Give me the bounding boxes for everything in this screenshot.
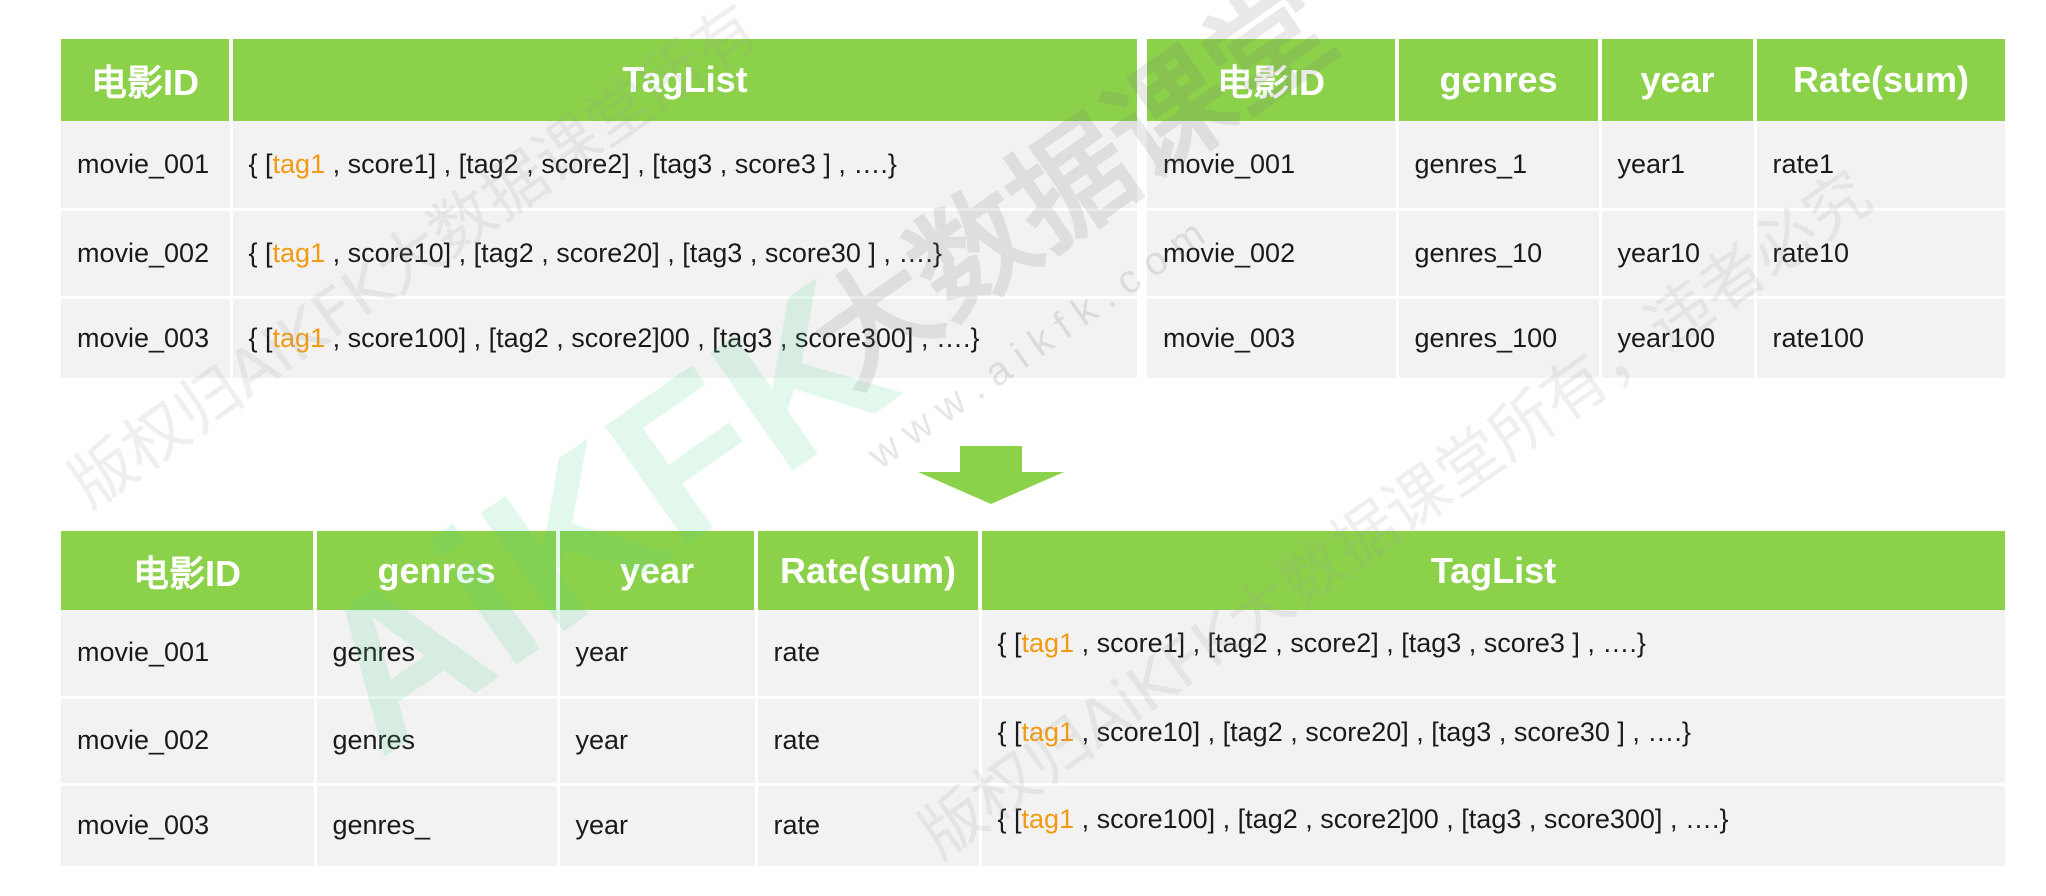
movie-info-table: 电影ID genres year Rate(sum) movie_001 gen…: [1147, 39, 2005, 378]
table-row: movie_001 genres_1 year1 rate1: [1147, 121, 2005, 211]
table-header-row: 电影ID genres year Rate(sum) TagList: [61, 531, 2005, 610]
table-header-row: 电影ID TagList: [61, 39, 1137, 121]
table-row: movie_002 genres year rate { [tag1 , sco…: [61, 697, 2005, 786]
column-header-movie-id: 电影ID: [61, 531, 317, 610]
highlighted-tag: tag1: [1021, 716, 1075, 747]
cell-year: year: [558, 610, 758, 699]
cell-year: year1: [1600, 121, 1757, 211]
column-header-rate: Rate(sum): [756, 531, 982, 610]
cell-genres: genres_: [315, 784, 560, 866]
cell-year: year: [558, 697, 758, 786]
cell-rate: rate: [756, 697, 982, 786]
taglist-open: { [: [248, 322, 273, 353]
taglist-open: { [: [248, 148, 273, 179]
cell-movie-id: movie_002: [1147, 209, 1399, 299]
cell-taglist: { [tag1 , score1] , [tag2 , score2] , [t…: [231, 121, 1137, 211]
taglist-rest: , score100] , [tag2 , score2]00 , [tag3 …: [1074, 803, 1729, 834]
tag-list-table: 电影ID TagList movie_001 { [tag1 , score1]…: [61, 39, 1137, 378]
cell-taglist: { [tag1 , score10] , [tag2 , score20] , …: [231, 209, 1137, 299]
cell-genres: genres_1: [1397, 121, 1602, 211]
highlighted-tag: tag1: [272, 237, 326, 268]
cell-year: year: [558, 784, 758, 866]
column-header-movie-id: 电影ID: [1147, 39, 1399, 121]
column-header-genres: genres: [315, 531, 560, 610]
highlighted-tag: tag1: [272, 148, 326, 179]
cell-movie-id: movie_003: [1147, 297, 1399, 378]
table-row: movie_002 { [tag1 , score10] , [tag2 , s…: [61, 209, 1137, 299]
cell-rate: rate1: [1755, 121, 2005, 211]
cell-movie-id: movie_002: [61, 697, 317, 786]
table-header-row: 电影ID genres year Rate(sum): [1147, 39, 2005, 121]
cell-year: year10: [1600, 209, 1757, 299]
cell-genres: genres: [315, 697, 560, 786]
highlighted-tag: tag1: [1021, 628, 1075, 658]
cell-rate: rate10: [1755, 209, 2005, 299]
merged-table: 电影ID genres year Rate(sum) TagList movie…: [61, 531, 2005, 866]
cell-movie-id: movie_001: [1147, 121, 1399, 211]
taglist-open: { [: [997, 628, 1022, 658]
highlighted-tag: tag1: [272, 322, 326, 353]
table-row: movie_002 genres_10 year10 rate10: [1147, 209, 2005, 299]
cell-genres: genres_10: [1397, 209, 1602, 299]
taglist-open: { [: [997, 716, 1022, 747]
cell-movie-id: movie_001: [61, 121, 233, 211]
column-header-year: year: [558, 531, 758, 610]
cell-movie-id: movie_003: [61, 784, 317, 866]
cell-movie-id: movie_002: [61, 209, 233, 299]
taglist-rest: , score10] , [tag2 , score20] , [tag3 , …: [1074, 716, 1691, 747]
cell-taglist: { [tag1 , score100] , [tag2 , score2]00 …: [980, 784, 2005, 866]
column-header-genres: genres: [1397, 39, 1602, 121]
cell-genres: genres_100: [1397, 297, 1602, 378]
cell-year: year100: [1600, 297, 1757, 378]
cell-taglist: { [tag1 , score1] , [tag2 , score2] , [t…: [980, 610, 2005, 699]
cell-rate: rate100: [1755, 297, 2005, 378]
column-header-taglist: TagList: [980, 531, 2005, 610]
column-header-taglist: TagList: [231, 39, 1137, 121]
taglist-open: { [: [248, 237, 273, 268]
taglist-rest: , score10] , [tag2 , score20] , [tag3 , …: [325, 237, 942, 268]
cell-taglist: { [tag1 , score10] , [tag2 , score20] , …: [980, 697, 2005, 786]
taglist-rest: , score1] , [tag2 , score2] , [tag3 , sc…: [1074, 628, 1646, 658]
table-row: movie_001 genres year rate { [tag1 , sco…: [61, 610, 2005, 699]
cell-genres: genres: [315, 610, 560, 699]
down-arrow-icon: [918, 446, 1064, 504]
cell-movie-id: movie_001: [61, 610, 317, 699]
cell-movie-id: movie_003: [61, 297, 233, 378]
cell-rate: rate: [756, 784, 982, 866]
column-header-year: year: [1600, 39, 1757, 121]
table-row: movie_003 genres_ year rate { [tag1 , sc…: [61, 784, 2005, 866]
column-header-rate: Rate(sum): [1755, 39, 2005, 121]
table-row: movie_001 { [tag1 , score1] , [tag2 , sc…: [61, 121, 1137, 211]
column-header-movie-id: 电影ID: [61, 39, 233, 121]
table-row: movie_003 genres_100 year100 rate100: [1147, 297, 2005, 378]
taglist-rest: , score100] , [tag2 , score2]00 , [tag3 …: [325, 322, 980, 353]
taglist-open: { [: [997, 803, 1022, 834]
table-row: movie_003 { [tag1 , score100] , [tag2 , …: [61, 297, 1137, 378]
taglist-rest: , score1] , [tag2 , score2] , [tag3 , sc…: [325, 148, 897, 179]
cell-taglist: { [tag1 , score100] , [tag2 , score2]00 …: [231, 297, 1137, 378]
cell-rate: rate: [756, 610, 982, 699]
highlighted-tag: tag1: [1021, 803, 1075, 834]
